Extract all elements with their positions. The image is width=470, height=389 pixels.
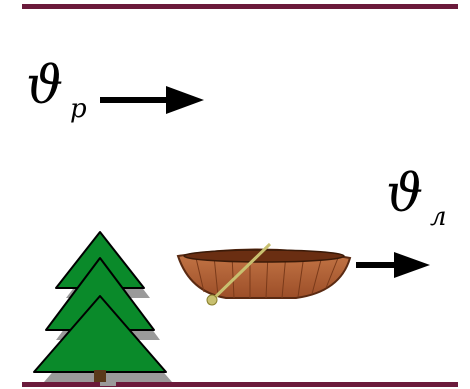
river-velocity-arrow bbox=[100, 86, 204, 114]
boat-velocity-arrow bbox=[356, 252, 430, 278]
fir-tree-icon bbox=[34, 232, 172, 386]
rowboat-icon bbox=[178, 244, 350, 305]
